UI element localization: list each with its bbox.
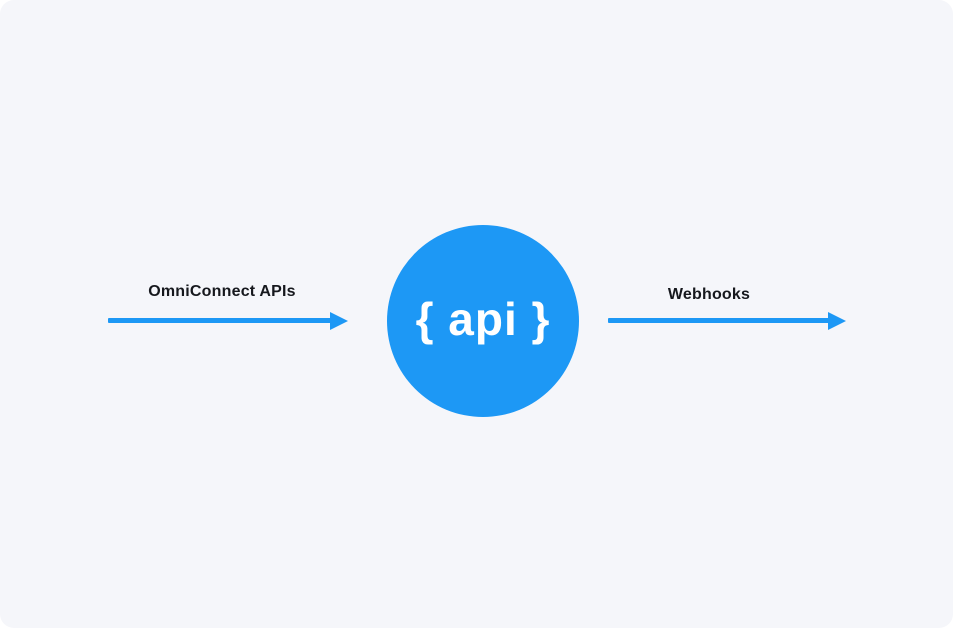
left-flow-label: OmniConnect APIs (148, 283, 296, 300)
api-node-label: { api } (415, 293, 551, 345)
right-flow-label: Webhooks (667, 286, 751, 303)
right-arrow-shaft (608, 318, 829, 323)
left-arrowhead-icon (330, 311, 348, 330)
left-arrow-shaft (108, 318, 331, 323)
api-circle-node: { api } (387, 225, 579, 417)
right-arrowhead-icon (828, 311, 846, 330)
